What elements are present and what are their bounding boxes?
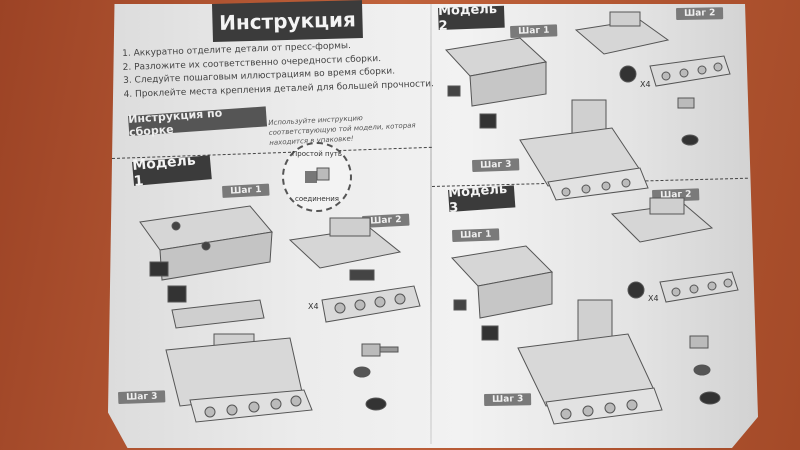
model-2-step-3-illustration xyxy=(519,97,699,201)
badge-bottom-text: соединения xyxy=(294,195,340,203)
model-1-glue-illustration xyxy=(353,343,399,411)
model-3-step-2-illustration xyxy=(610,197,739,303)
connection-badge: Простой путь соединения xyxy=(282,142,352,212)
model-3-step-3-illustration xyxy=(517,299,721,425)
model-1-multiplier: X4 xyxy=(308,302,319,311)
fold-crease xyxy=(430,4,432,444)
model-3-multiplier: X4 xyxy=(648,294,659,303)
model-2-multiplier: X4 xyxy=(640,80,651,89)
model-3-step-1-illustration xyxy=(450,245,554,341)
badge-top-text: Простой путь xyxy=(292,150,342,158)
model-1-step-1-illustration xyxy=(139,205,273,303)
model-2-step-1-illustration xyxy=(445,37,548,129)
model-1-step-2-illustration xyxy=(288,217,421,323)
model-2-step-2-illustration xyxy=(574,11,731,87)
model-1-step-3-illustration xyxy=(165,299,313,423)
connector-icon xyxy=(305,167,330,183)
